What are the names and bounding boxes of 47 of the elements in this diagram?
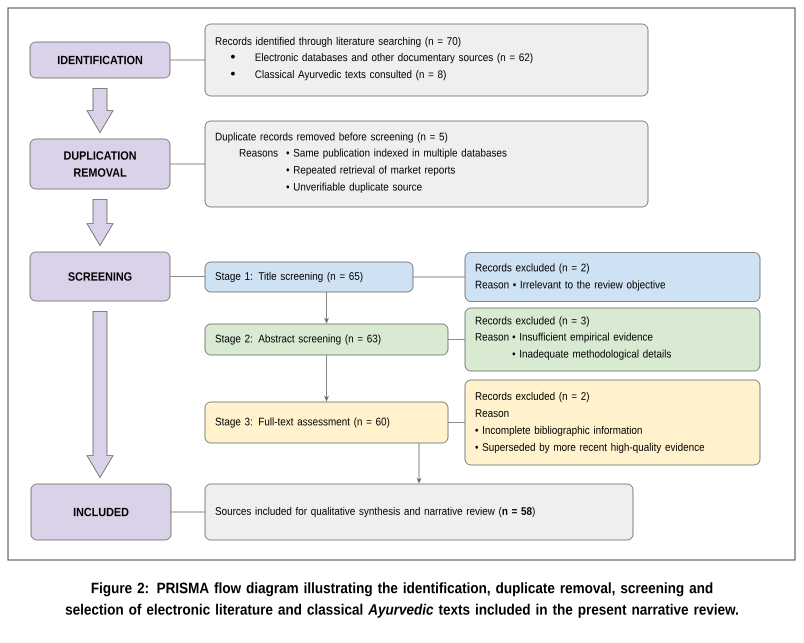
box-text: Reason • Irrelevant to the review objective bbox=[476, 280, 666, 291]
box-text: SCREENING bbox=[68, 272, 132, 281]
box-text: • Inadequate methodological details bbox=[512, 350, 671, 360]
info-box bbox=[204, 24, 648, 96]
box-text: Reason bbox=[476, 332, 508, 341]
connector-line bbox=[448, 422, 465, 423]
box-text: Records excluded (n = 2) bbox=[476, 392, 589, 402]
info-box bbox=[204, 120, 648, 208]
box-text: Records excluded (n = 3) bbox=[476, 316, 589, 327]
box-text: Electronic databases and other documentary sources (n = 62) bbox=[256, 53, 532, 64]
box-text: IDENTIFICATION bbox=[58, 56, 142, 64]
connector-line bbox=[170, 276, 206, 277]
box-text: Reason bbox=[476, 409, 508, 417]
block-arrow bbox=[86, 311, 114, 478]
box-text: Stage 2: Abstract screening (n = 63) bbox=[215, 334, 380, 345]
box-text: Classical Ayurvedic texts consulted (n = 8) bbox=[255, 70, 446, 80]
box-text: • Incomplete bibliographic information bbox=[475, 426, 642, 436]
connector-line bbox=[413, 276, 465, 278]
box-text: Records excluded (n = 2) bbox=[476, 263, 589, 274]
box-text: Duplicate records removed before screening (n = 5) bbox=[216, 132, 448, 143]
stage-box bbox=[30, 138, 170, 190]
figure-caption: Figure 2: PRISMA flow diagram illustrating the identification, duplicate removal, screening and selection of electronic literature and classical Ayurvedic texts included in the present narrative review. bbox=[66, 582, 738, 618]
box-text: • Repeated retrieval of market reports bbox=[286, 166, 455, 176]
exclusion-box bbox=[464, 308, 760, 372]
process-box bbox=[204, 262, 414, 292]
exclusion-box bbox=[464, 380, 760, 466]
box-text: • Insufficient empirical evidence bbox=[512, 332, 652, 343]
process-box bbox=[204, 324, 448, 356]
stage-box bbox=[30, 42, 170, 78]
process-box bbox=[204, 402, 448, 444]
box-text: • Superseded by more recent high-quality evidence bbox=[475, 442, 704, 454]
block-arrow bbox=[86, 88, 114, 134]
exclusion-box bbox=[464, 252, 760, 302]
stage-box bbox=[30, 484, 172, 540]
info-box bbox=[204, 484, 634, 540]
box-text: Reasons bbox=[240, 148, 278, 157]
box-text: DUPLICATION REMOVAL bbox=[64, 151, 136, 177]
block-arrow bbox=[86, 199, 114, 246]
box-text: Records identified through literature searching (n = 70) bbox=[216, 36, 460, 48]
box-text: Stage 3: Full-text assessment (n = 60) bbox=[215, 417, 390, 428]
box-text: INCLUDED bbox=[74, 508, 128, 516]
box-text: Stage 1: Title screening (n = 65) bbox=[215, 272, 362, 282]
stage-box bbox=[30, 252, 170, 302]
connector-line bbox=[448, 339, 465, 340]
box-text: • Same publication indexed in multiple databases bbox=[286, 148, 507, 159]
box-text: • Unverifiable duplicate source bbox=[286, 182, 422, 193]
box-text: Sources included for qualitative synthesis and narrative review (n = 58) bbox=[215, 506, 535, 518]
